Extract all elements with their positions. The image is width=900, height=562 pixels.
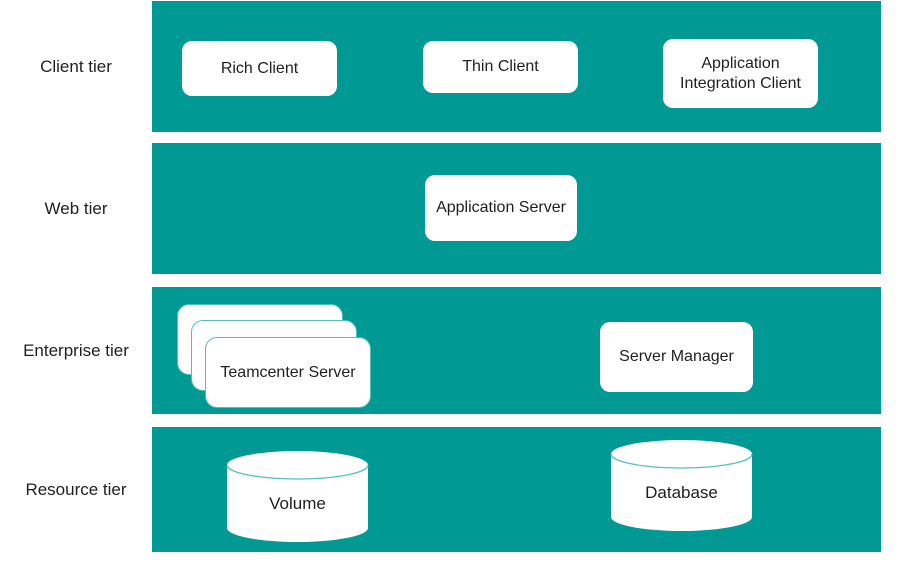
- cylinder-icon: [610, 440, 753, 531]
- resource-tier-label: Resource tier: [25, 479, 127, 499]
- node-rich-client: Rich Client: [182, 41, 337, 96]
- node-thin-client-label: Thin Client: [462, 58, 539, 75]
- client-tier-label: Client tier: [40, 56, 112, 76]
- node-rich-client-label: Rich Client: [220, 59, 299, 77]
- cylinder-icon: [226, 451, 369, 542]
- node-server-manager: Server Manager: [600, 322, 753, 392]
- node-database-label: Database: [645, 482, 718, 502]
- node-application-integration-client: Application Integration Client: [663, 39, 818, 108]
- enterprise-tier-label: Enterprise tier: [23, 340, 129, 360]
- node-database: Database: [610, 439, 753, 532]
- web-tier-label: Web tier: [44, 198, 108, 218]
- node-thin-client: Thin Client: [423, 41, 578, 93]
- node-application-server: Application Server: [425, 175, 577, 241]
- node-volume-label: Volume: [269, 493, 326, 513]
- node-application-server-label: Application Server: [436, 199, 566, 216]
- node-teamcenter-server: Teamcenter Server: [205, 337, 371, 408]
- node-volume: Volume: [226, 450, 369, 543]
- node-application-integration-client-label: Application Integration Client: [680, 54, 801, 92]
- node-teamcenter-server-label: Teamcenter Server: [220, 363, 356, 381]
- node-server-manager-label: Server Manager: [619, 348, 734, 365]
